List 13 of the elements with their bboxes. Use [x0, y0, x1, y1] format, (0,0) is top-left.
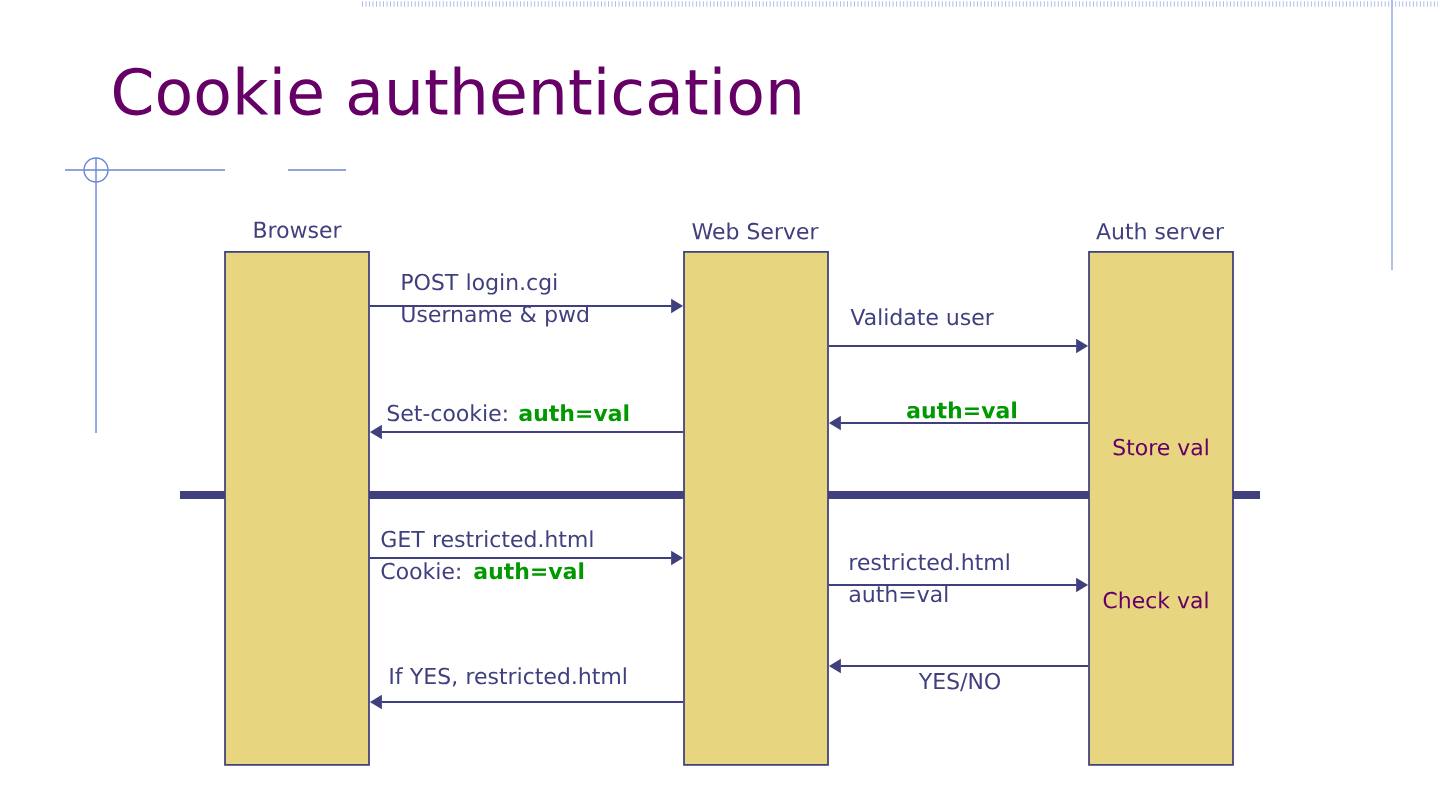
- lifeline-heading: Web Server: [692, 222, 819, 240]
- lifeline-heading: Browser: [254, 221, 342, 239]
- edge-label: Set-cookie: auth=val: [387, 404, 629, 422]
- bar-note: Check val: [1103, 591, 1208, 609]
- edge-label: If YES, restricted.html: [390, 667, 626, 687]
- edge-label: restricted.html auth=val: [849, 553, 1009, 603]
- bar-note: Store val: [1113, 438, 1208, 456]
- slide-title: Cookie authentication: [113, 66, 800, 116]
- edge-label: auth=val: [907, 401, 1016, 419]
- edge-label: GET restricted.html Cookie: auth=val: [381, 530, 593, 580]
- edge-label: Validate user: [850, 308, 994, 326]
- lifeline-heading: Auth server: [1096, 222, 1224, 240]
- edge-label: YES/NO: [918, 672, 1000, 692]
